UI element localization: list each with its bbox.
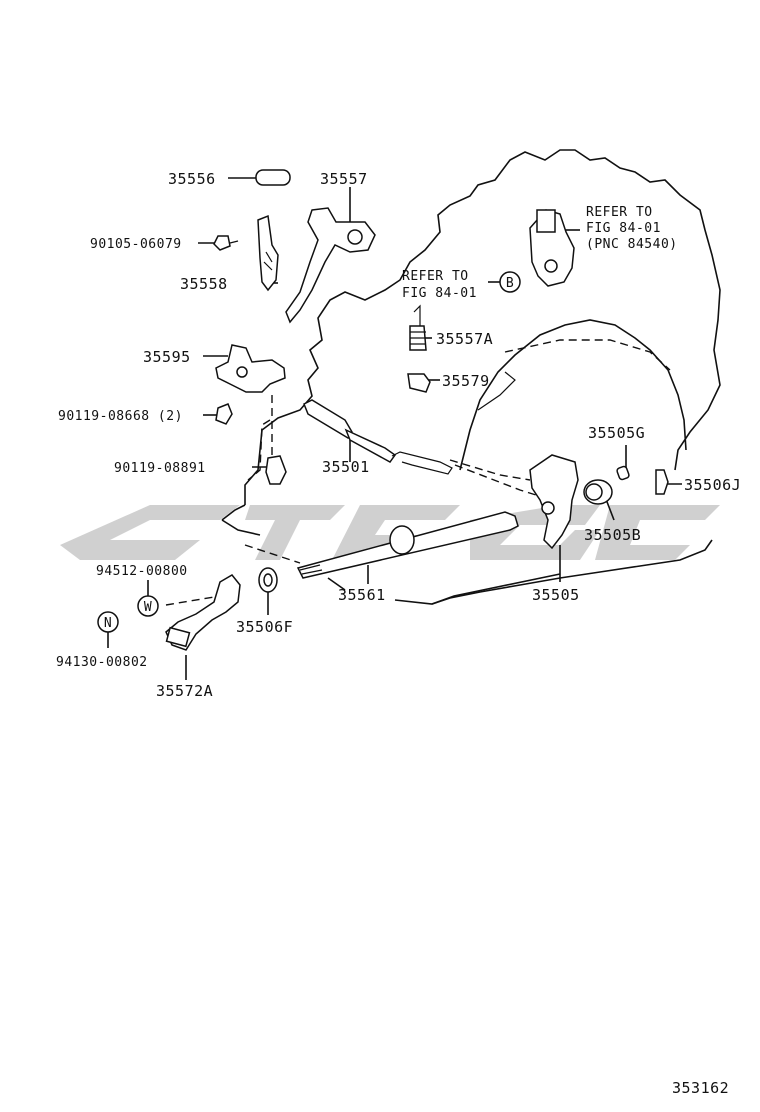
label-35561: 35561: [338, 586, 386, 604]
marker-n: N: [97, 611, 119, 633]
label-35505: 35505: [532, 586, 580, 604]
part-35505G-pin: [616, 465, 630, 481]
part-35505-detent-lever: [529, 454, 579, 550]
svg-text:REFER TO: REFER TO: [586, 205, 653, 220]
svg-text:REFER TO: REFER TO: [402, 269, 469, 284]
part-90105-bolt: [213, 235, 239, 251]
label-35557A: 35557A: [436, 330, 493, 348]
part-90119-08891-bolt: [265, 455, 287, 485]
part-35506F-seal: [258, 567, 278, 593]
svg-text:FIG 84-01: FIG 84-01: [586, 221, 661, 236]
label-35506J: 35506J: [684, 476, 741, 494]
part-35595-bracket: [215, 344, 286, 393]
part-35572A-lever: [165, 574, 241, 651]
label-35505B: 35505B: [584, 526, 641, 544]
part-35505B-bushing: [583, 479, 613, 505]
label-94130-00802: 94130-00802: [56, 655, 148, 670]
label-90119-08891: 90119-08891: [114, 461, 206, 476]
part-35557A-spring: [409, 304, 427, 351]
part-35561-shaft: [296, 511, 519, 579]
label-35595: 35595: [143, 348, 191, 366]
label-90105-06079: 90105-06079: [90, 237, 182, 252]
marker-w: W: [137, 595, 159, 617]
part-35557-lever: [285, 207, 376, 324]
label-35506F: 35506F: [236, 618, 293, 636]
svg-text:FIG 84-01: FIG 84-01: [402, 286, 477, 301]
reference-note-1: REFER TO FIG 84-01 (PNC 84540): [586, 205, 678, 252]
label-35572A: 35572A: [156, 682, 213, 700]
svg-text:(PNC 84540): (PNC 84540): [586, 237, 678, 252]
label-35557: 35557: [320, 170, 368, 188]
figure-number: 353162: [672, 1079, 729, 1097]
label-90119-08668: 90119-08668 (2): [58, 409, 183, 424]
svg-text:W: W: [144, 600, 152, 615]
label-35501: 35501: [322, 458, 370, 476]
label-94512-00800: 94512-00800: [96, 564, 188, 579]
part-90119-08668-bolt: [215, 403, 233, 425]
part-35501-cable-rod: [303, 399, 453, 475]
label-35556: 35556: [168, 170, 216, 188]
marker-b: B: [499, 271, 521, 293]
part-35506J-clip: [655, 469, 669, 495]
label-35558: 35558: [180, 275, 228, 293]
label-35579: 35579: [442, 372, 490, 390]
svg-text:N: N: [104, 616, 112, 631]
reference-note-2: REFER TO FIG 84-01: [402, 269, 477, 301]
part-35579-pin: [407, 373, 431, 393]
part-35556-pin: [255, 169, 291, 186]
label-35505G: 35505G: [588, 424, 645, 442]
svg-text:B: B: [506, 276, 514, 291]
part-switch-84540: [529, 209, 575, 287]
part-35558-spring: [257, 214, 279, 292]
